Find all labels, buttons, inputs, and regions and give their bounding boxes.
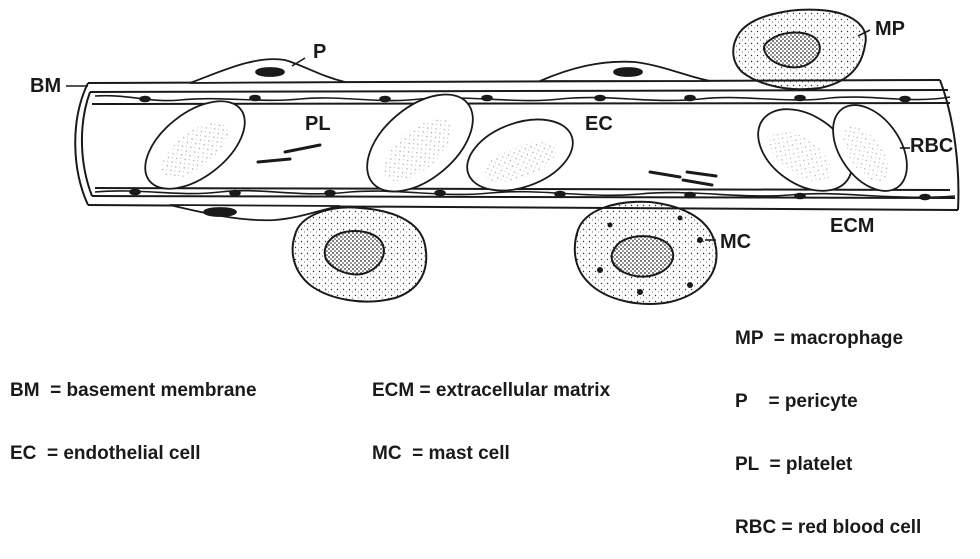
legend-column-3: MP = macrophage P = pericyte PL = platel… bbox=[735, 286, 921, 559]
mast-cell-left bbox=[293, 207, 427, 301]
label-p: P bbox=[313, 41, 326, 63]
legend-entry-p: P = pericyte bbox=[735, 391, 921, 412]
legend-entry-pl: PL = platelet bbox=[735, 454, 921, 475]
pericyte-top-right bbox=[540, 62, 710, 81]
legend-entry-ecm: ECM = extracellular matrix bbox=[372, 380, 610, 401]
legend-column-2: ECM = extracellular matrix MC = mast cel… bbox=[372, 338, 610, 485]
label-mc: MC bbox=[720, 231, 751, 253]
mast-cell-right bbox=[575, 202, 717, 304]
label-pl: PL bbox=[305, 113, 331, 135]
legend-column-1: BM = basement membrane EC = endothelial … bbox=[10, 338, 257, 485]
label-mp: MP bbox=[875, 18, 905, 40]
legend-entry-ec: EC = endothelial cell bbox=[10, 443, 257, 464]
legend-entry-mc: MC = mast cell bbox=[372, 443, 610, 464]
macrophage bbox=[733, 10, 866, 90]
legend-entry-rbc: RBC = red blood cell bbox=[735, 517, 921, 538]
label-bm: BM bbox=[30, 75, 61, 97]
label-ecm: ECM bbox=[830, 215, 874, 237]
legend-entry-bm: BM = basement membrane bbox=[10, 380, 257, 401]
legend-entry-mp: MP = macrophage bbox=[735, 328, 921, 349]
label-ec: EC bbox=[585, 113, 613, 135]
label-rbc: RBC bbox=[910, 135, 953, 157]
